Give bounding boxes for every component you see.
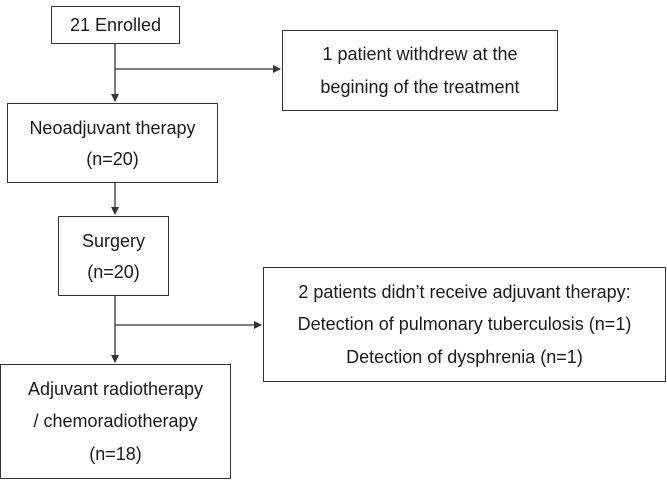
withdrew-line-1: 1 patient withdrew at the bbox=[322, 43, 518, 64]
neoadjuvant-box: Neoadjuvant therapy (n=20) bbox=[7, 103, 218, 183]
no-adjuvant-box: 2 patients didn’t receive adjuvant thera… bbox=[263, 267, 666, 382]
enrolled-label: 21 Enrolled bbox=[69, 15, 162, 35]
withdrew-line-2: begining of the treatment bbox=[320, 77, 520, 98]
neoadjuvant-label: Neoadjuvant therapy bbox=[29, 117, 196, 138]
adjuvant-label-2: / chemoradiotherapy bbox=[33, 411, 198, 432]
no-adjuvant-reason-2: Detection of dysphrenia (n=1) bbox=[346, 346, 583, 367]
adjuvant-box: Adjuvant radiotherapy / chemoradiotherap… bbox=[0, 364, 231, 479]
surgery-label: Surgery bbox=[81, 230, 146, 251]
adjuvant-label-1: Adjuvant radiotherapy bbox=[27, 379, 204, 400]
adjuvant-count: (n=18) bbox=[89, 443, 142, 464]
surgery-count: (n=20) bbox=[87, 261, 140, 282]
no-adjuvant-heading: 2 patients didn’t receive adjuvant thera… bbox=[298, 282, 631, 303]
enrolled-box: 21 Enrolled bbox=[51, 6, 180, 44]
withdrew-box: 1 patient withdrew at the begining of th… bbox=[282, 30, 558, 111]
no-adjuvant-reason-1: Detection of pulmonary tuberculosis (n=1… bbox=[297, 314, 632, 335]
surgery-box: Surgery (n=20) bbox=[58, 216, 169, 296]
neoadjuvant-count: (n=20) bbox=[86, 148, 139, 169]
